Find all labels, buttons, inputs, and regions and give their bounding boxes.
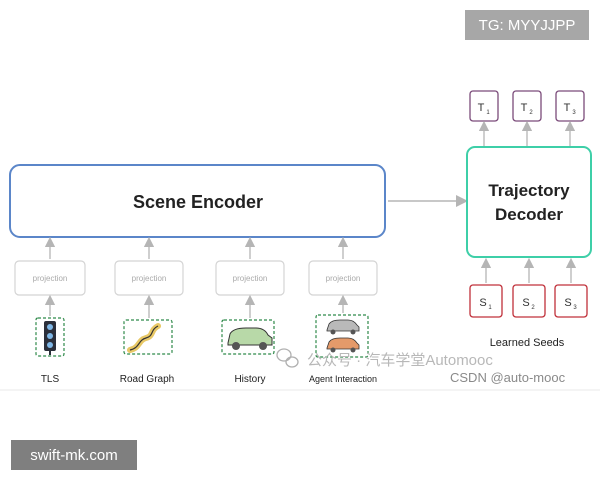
seed-token-s3: S 3 — [554, 284, 588, 318]
road-icon — [123, 319, 173, 355]
svg-text:1: 1 — [486, 110, 490, 116]
output-token-t3: T 3 — [555, 90, 585, 122]
seed-token-s2: S 2 — [512, 284, 546, 318]
input-label-history: History — [234, 374, 265, 385]
svg-text:T: T — [478, 102, 485, 114]
projection-box-tls: projection — [14, 260, 86, 296]
traffic-light-icon — [35, 317, 65, 357]
wechat-icon — [276, 348, 299, 368]
trajectory-decoder-label-line2: Decoder — [495, 205, 563, 224]
svg-text:3: 3 — [573, 305, 577, 311]
trajectory-decoder-label-line1: Trajectory — [488, 181, 570, 200]
svg-text:1: 1 — [488, 305, 492, 311]
svg-text:T: T — [521, 102, 528, 114]
svg-text:projection: projection — [132, 274, 167, 283]
svg-text:2: 2 — [529, 110, 533, 116]
top-watermark-tag: TG: MYYJJPP — [465, 10, 589, 40]
csdn-watermark: CSDN @auto-mooc — [450, 370, 566, 385]
car-icon — [221, 319, 275, 355]
seed-token-s1: S 1 — [469, 284, 503, 318]
projection-box-road-graph: projection — [114, 260, 184, 296]
svg-text:projection: projection — [33, 274, 68, 283]
input-label-road-graph: Road Graph — [120, 374, 174, 385]
svg-text:S: S — [479, 297, 486, 309]
projection-box-history: projection — [215, 260, 285, 296]
learned-seeds-label: Learned Seeds — [490, 337, 565, 349]
svg-text:S: S — [564, 297, 571, 309]
wechat-watermark: 公众号 · 汽车学堂Automooc — [276, 348, 493, 369]
bottom-watermark-tag: swift-mk.com — [11, 440, 137, 470]
svg-text:projection: projection — [326, 274, 361, 283]
scene-encoder-box — [9, 164, 386, 238]
svg-text:3: 3 — [572, 110, 576, 116]
projection-box-agent-interaction: projection — [308, 260, 378, 296]
svg-text:projection: projection — [233, 274, 268, 283]
trajectory-decoder-box — [466, 146, 592, 258]
input-label-agent-interaction: Agent Interaction — [309, 374, 377, 384]
wechat-watermark-text: 公众号 · 汽车学堂Automooc — [307, 352, 493, 369]
scene-encoder-label: Scene Encoder — [133, 192, 263, 212]
output-token-t1: T 1 — [469, 90, 499, 122]
svg-text:S: S — [522, 297, 529, 309]
svg-text:2: 2 — [531, 305, 535, 311]
svg-text:T: T — [564, 102, 571, 114]
input-label-tls: TLS — [41, 374, 60, 385]
output-token-t2: T 2 — [512, 90, 542, 122]
cars-icon — [315, 314, 369, 358]
